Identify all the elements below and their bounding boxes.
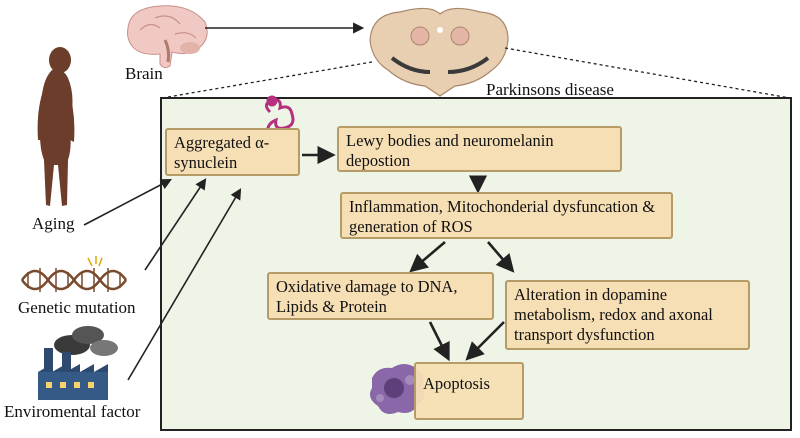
- apoptosis-box: Apoptosis: [414, 362, 524, 420]
- factory-icon: [38, 326, 118, 400]
- aging-label: Aging: [32, 214, 75, 233]
- oxidative-to-apoptosis-arrow: [428, 321, 450, 362]
- dopamine-alteration-box: Alteration in dopamine metabolism, redox…: [505, 280, 750, 350]
- disease-label: Parkinsons disease: [486, 80, 614, 99]
- zoom-line-left: [161, 61, 373, 99]
- human-figure-icon: [37, 47, 75, 206]
- inflammation-box: Inflammation, Mitochonderial dysfuncatio…: [340, 192, 673, 239]
- aggregated-synuclein-box: Aggregated α-synuclein: [165, 128, 300, 176]
- alteration-to-apoptosis-arrow: [465, 321, 505, 361]
- brain-icon: [127, 5, 208, 69]
- environment-arrow: [127, 188, 242, 381]
- inflammation-to-oxidative-arrow: [409, 241, 446, 273]
- genetic-arrow: [144, 178, 207, 271]
- brain-label: Brain: [125, 64, 163, 83]
- aging-arrow: [83, 178, 172, 226]
- environmental-factor-label: Enviromental factor: [4, 402, 141, 421]
- apoptosis-cell-icon: [370, 364, 425, 414]
- genetic-mutation-label: Genetic mutation: [18, 298, 136, 317]
- oxidative-damage-box: Oxidative damage to DNA, Lipids & Protei…: [267, 272, 494, 320]
- dna-icon: [20, 256, 128, 292]
- zoom-line-right: [504, 47, 791, 99]
- midbrain-section-icon: [369, 7, 509, 97]
- lewy-bodies-box: Lewy bodies and neuromelanin depostion: [337, 126, 622, 172]
- inflammation-to-alteration-arrow: [487, 241, 515, 273]
